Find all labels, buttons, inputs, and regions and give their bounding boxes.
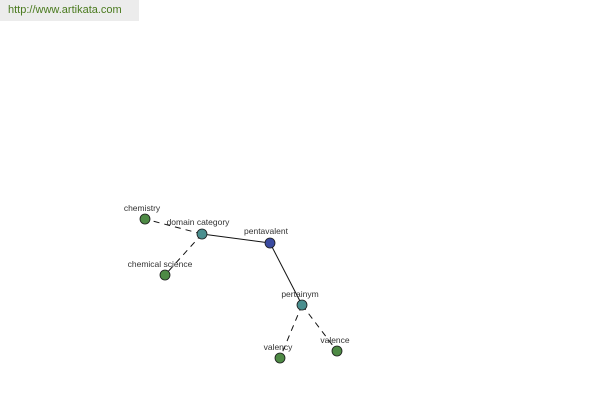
node-pentavalent[interactable] [264, 237, 276, 249]
node-valency[interactable] [274, 352, 286, 364]
edge-pentavalent-pertainym [269, 242, 303, 306]
edge-pertainym-valency [279, 304, 303, 359]
node-label-pentavalent: pentavalent [244, 226, 289, 236]
node-chemical_science[interactable] [159, 269, 171, 281]
node-pertainym[interactable] [296, 299, 308, 311]
edge-pentavalent-domain_category [201, 233, 271, 244]
node-label-domain_category: domain category [167, 217, 231, 227]
node-label-chemistry: chemistry [124, 203, 161, 213]
node-label-pertainym: pertainym [281, 289, 318, 299]
edge-domain_category-chemistry [144, 218, 203, 235]
source-link[interactable]: http://www.artikata.com [0, 0, 139, 21]
node-domain_category[interactable] [196, 228, 208, 240]
node-label-valency: valency [264, 342, 294, 352]
node-chemistry[interactable] [139, 213, 151, 225]
node-label-valence: valence [320, 335, 350, 345]
edge-domain_category-chemical_science [164, 233, 203, 276]
node-valence[interactable] [331, 345, 343, 357]
edge-pertainym-valence [301, 304, 338, 352]
node-label-chemical_science: chemical science [128, 259, 193, 269]
